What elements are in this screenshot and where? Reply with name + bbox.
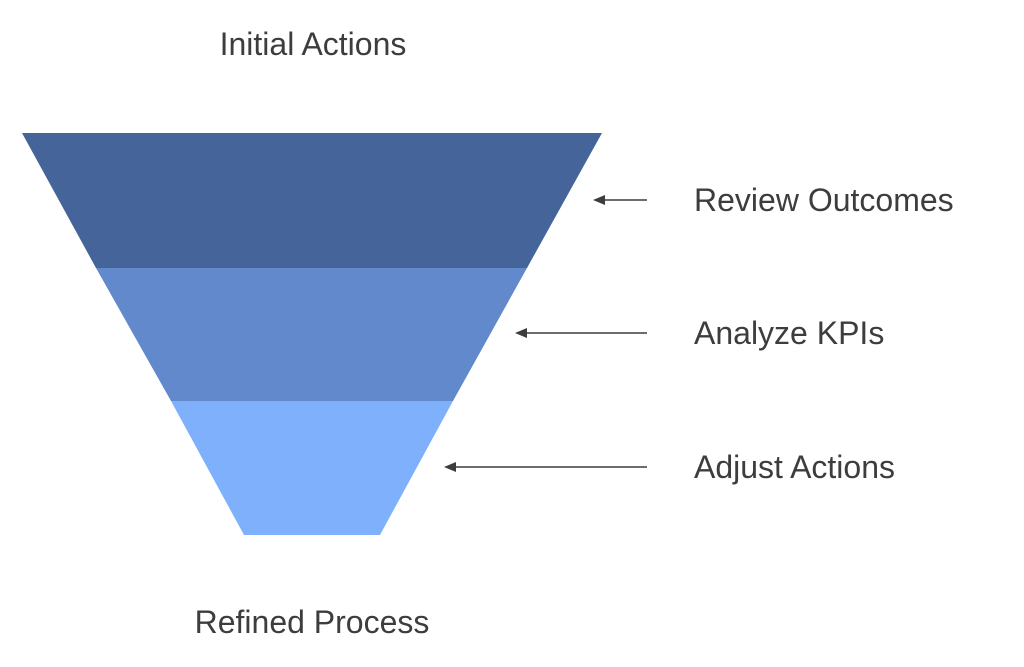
- funnel-segment-review-outcomes: [22, 133, 602, 268]
- funnel-segment-analyze-kpis: [96, 268, 527, 401]
- funnel-segment-adjust-actions: [171, 401, 453, 535]
- arrow-left-icon: [593, 195, 605, 205]
- arrow-left-icon: [515, 328, 527, 338]
- arrow-review-outcomes: [593, 195, 647, 205]
- stage-label-review-outcomes: Review Outcomes: [694, 182, 954, 218]
- arrow-left-icon: [444, 462, 456, 472]
- top-label: Initial Actions: [220, 26, 407, 62]
- stage-label-adjust-actions: Adjust Actions: [694, 449, 895, 485]
- arrow-analyze-kpis: [515, 328, 647, 338]
- bottom-label: Refined Process: [195, 604, 430, 640]
- stage-label-analyze-kpis: Analyze KPIs: [694, 315, 884, 351]
- arrow-adjust-actions: [444, 462, 647, 472]
